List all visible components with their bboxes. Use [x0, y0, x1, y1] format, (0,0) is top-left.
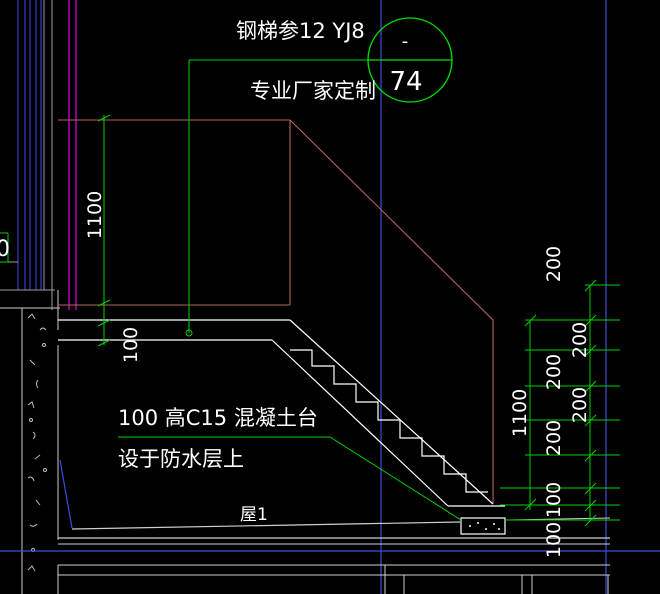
dim-left-height: 1100 — [84, 191, 106, 239]
left-wall — [0, 0, 77, 594]
dim-stack-0: 200 — [543, 246, 565, 282]
dimension-lines — [97, 59, 620, 527]
stair-flight — [58, 319, 505, 507]
dim-right-height: 1100 — [509, 389, 531, 437]
dim-stack-1: 200 — [569, 322, 591, 358]
railing — [58, 119, 494, 504]
dim-stack-6: 100 — [543, 522, 565, 558]
dim-left-step: 100 — [120, 327, 142, 363]
concrete-note-line1: 100 高C15 混凝土台 — [118, 406, 318, 430]
left-frame — [0, 232, 9, 263]
left-fragment-label: 0 — [0, 237, 10, 262]
roof-slab — [57, 517, 611, 594]
detail-callout: - 74 — [367, 17, 453, 103]
stair-ref-title: 钢梯参12 YJ8 — [236, 19, 365, 43]
dim-stack-5: 100 — [543, 482, 565, 518]
concrete-base — [460, 517, 506, 535]
floor-label: 屋1 — [240, 505, 268, 525]
dim-stack-4: 200 — [543, 420, 565, 456]
leader-dot — [185, 329, 193, 337]
detail-top-label: - — [402, 31, 409, 52]
stair-ref-note: 专业厂家定制 — [250, 79, 376, 103]
dim-stack-3: 200 — [569, 387, 591, 423]
detail-bottom-label: 74 — [389, 67, 422, 97]
wall-hatch — [27, 313, 47, 572]
concrete-note-line2: 设于防水层上 — [118, 447, 244, 471]
dim-stack-2: 200 — [543, 354, 565, 390]
